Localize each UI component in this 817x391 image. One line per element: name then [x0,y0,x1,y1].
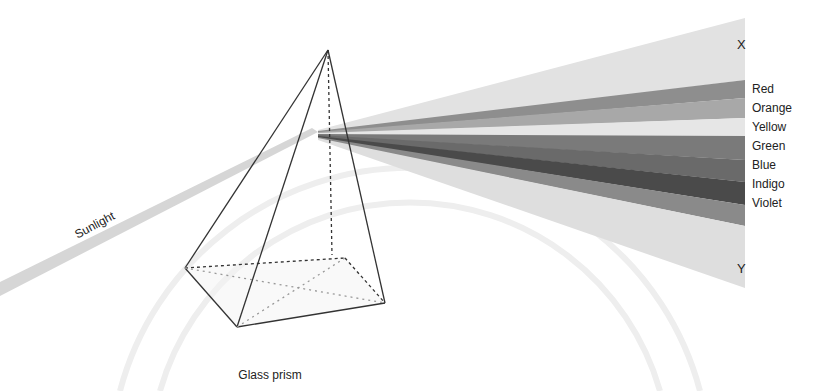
color-name: Blue [752,158,776,172]
prism-label: Glass prism [238,368,301,382]
color-name: Yellow [752,120,786,134]
glass-prism [185,50,385,327]
color-name: Orange [752,101,792,115]
color-name: Violet [752,196,782,210]
region-letter: X [737,38,746,52]
region-letter: Y [737,262,746,276]
color-name: Green [752,139,785,153]
spectrum [318,18,745,288]
color-name: Red [752,82,774,96]
color-name: Indigo [752,177,785,191]
